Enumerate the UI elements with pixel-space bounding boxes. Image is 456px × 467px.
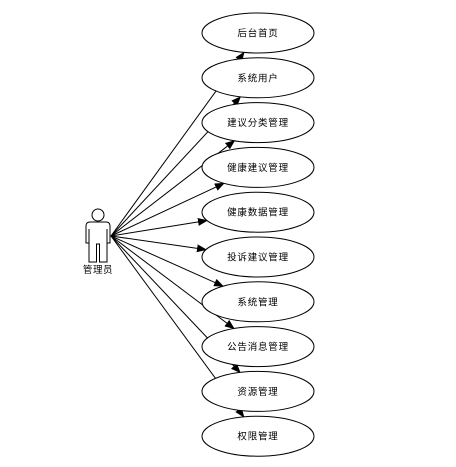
use-case[interactable]: 后台首页 [201, 12, 315, 54]
use-case-ellipse [201, 57, 315, 99]
actor-admin[interactable]: 管理员 [83, 208, 113, 276]
use-case[interactable]: 系统管理 [201, 281, 315, 323]
use-case-ellipse [201, 236, 315, 278]
use-case-label: 权限管理 [237, 431, 278, 443]
use-case-label: 投诉建议管理 [227, 252, 289, 264]
use-case[interactable]: 权限管理 [201, 415, 315, 457]
actor-label: 管理员 [83, 264, 113, 276]
use-case[interactable]: 资源管理 [201, 370, 315, 412]
use-case-label: 健康数据管理 [227, 207, 289, 219]
actor-head [91, 208, 105, 222]
association-arrow [110, 217, 208, 237]
use-case[interactable]: 系统用户 [201, 57, 315, 99]
use-case-label: 建议分类管理 [227, 117, 289, 129]
use-case-label: 健康建议管理 [227, 162, 289, 174]
association-arrow [110, 182, 225, 237]
use-case[interactable]: 健康建议管理 [201, 146, 315, 188]
use-case-ellipse [201, 281, 315, 323]
use-case-ellipse [201, 102, 315, 144]
use-case[interactable]: 公告消息管理 [201, 326, 315, 368]
use-case-label: 系统管理 [237, 296, 278, 308]
actor-body [85, 221, 111, 263]
use-case-list: 后台首页系统用户建议分类管理健康建议管理健康数据管理投诉建议管理系统管理公告消息… [201, 12, 315, 457]
use-case-label: 后台首页 [237, 28, 278, 40]
use-case-ellipse [201, 326, 315, 368]
association-arrow [110, 235, 207, 253]
use-case-label: 系统用户 [237, 72, 278, 84]
use-case-ellipse [201, 415, 315, 457]
use-case[interactable]: 健康数据管理 [201, 191, 315, 233]
use-case-ellipse [201, 12, 315, 54]
use-case-ellipse [201, 191, 315, 233]
use-case-ellipse [201, 370, 315, 412]
association-arrow [110, 235, 225, 287]
use-case-ellipse [201, 146, 315, 188]
use-case[interactable]: 投诉建议管理 [201, 236, 315, 278]
use-case[interactable]: 建议分类管理 [201, 102, 315, 144]
use-case-label: 资源管理 [237, 386, 278, 398]
use-case-label: 公告消息管理 [227, 341, 289, 353]
